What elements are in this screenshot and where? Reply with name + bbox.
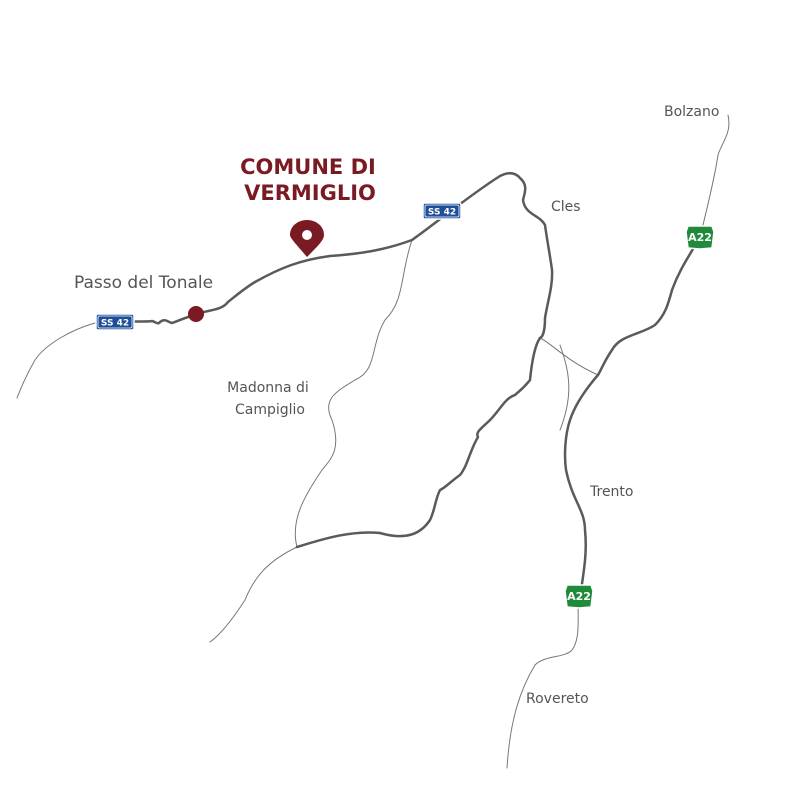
road-ss42 <box>113 172 554 340</box>
road-east-link <box>559 344 570 431</box>
label-bolzano: Bolzano <box>664 104 719 120</box>
road-cles-link <box>539 337 599 376</box>
label-cles: Cles <box>551 199 581 215</box>
a22-shield-south: A22 <box>564 584 594 609</box>
label-madonna-line2: Campiglio <box>235 402 305 418</box>
a22-label: A22 <box>688 231 712 244</box>
ss42-label: SS 42 <box>101 319 129 329</box>
road-bolzano <box>699 114 730 238</box>
a22-shield-north: A22 <box>685 225 715 250</box>
label-trento: Trento <box>589 484 633 500</box>
title-line1: COMUNE DI <box>240 155 376 179</box>
ss42-shield-east: SS 42 <box>422 202 462 220</box>
title-line2: VERMIGLIO <box>244 181 376 205</box>
ss42-shield-west: SS 42 <box>95 313 135 331</box>
minor-roads <box>16 114 730 769</box>
main-roads <box>113 172 702 599</box>
location-dot-icon <box>188 306 204 322</box>
road-madonna-south <box>295 336 542 549</box>
map-pin-icon <box>290 220 324 257</box>
a22-label: A22 <box>567 590 591 603</box>
label-madonna-line1: Madonna di <box>227 380 309 396</box>
ss42-label: SS 42 <box>428 208 456 218</box>
road-rovereto <box>506 596 579 769</box>
label-rovereto: Rovereto <box>526 691 589 707</box>
road-a22 <box>563 235 702 599</box>
road-west-branch <box>16 322 96 399</box>
label-passo-del-tonale: Passo del Tonale <box>74 273 213 293</box>
road-madonna-loop <box>209 239 413 643</box>
